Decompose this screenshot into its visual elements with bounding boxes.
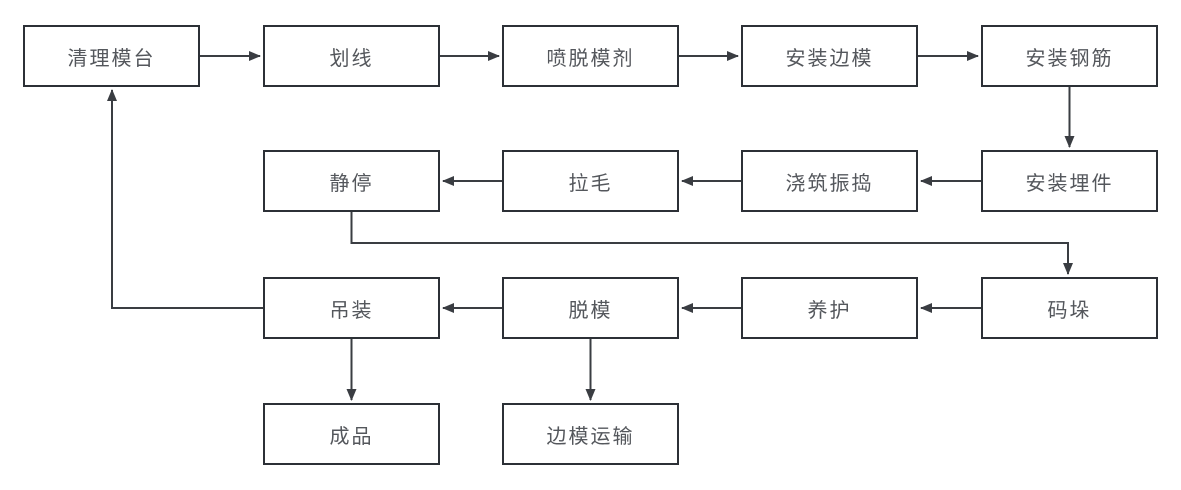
node-install-rebar: 安装钢筋 — [981, 25, 1158, 87]
node-demolding: 脱模 — [502, 277, 679, 339]
edge-hoisting-to-clean-mold-table — [107, 89, 263, 309]
node-install-side-forms: 安装边模 — [741, 25, 918, 87]
node-pour-vibrate: 浇筑振捣 — [741, 150, 918, 212]
edge-resting-to-stacking — [350, 212, 1073, 275]
node-roughening: 拉毛 — [502, 150, 679, 212]
node-resting: 静停 — [263, 150, 440, 212]
node-curing: 养护 — [741, 277, 918, 339]
node-clean-mold-table: 清理模台 — [23, 25, 200, 87]
node-side-form-transport: 边模运输 — [502, 403, 679, 465]
node-marking: 划线 — [263, 25, 440, 87]
node-finished-product: 成品 — [263, 403, 440, 465]
node-hoisting: 吊装 — [263, 277, 440, 339]
node-stacking: 码垛 — [981, 277, 1158, 339]
node-install-embedded-parts: 安装埋件 — [981, 150, 1158, 212]
node-spray-release-agent: 喷脱模剂 — [502, 25, 679, 87]
